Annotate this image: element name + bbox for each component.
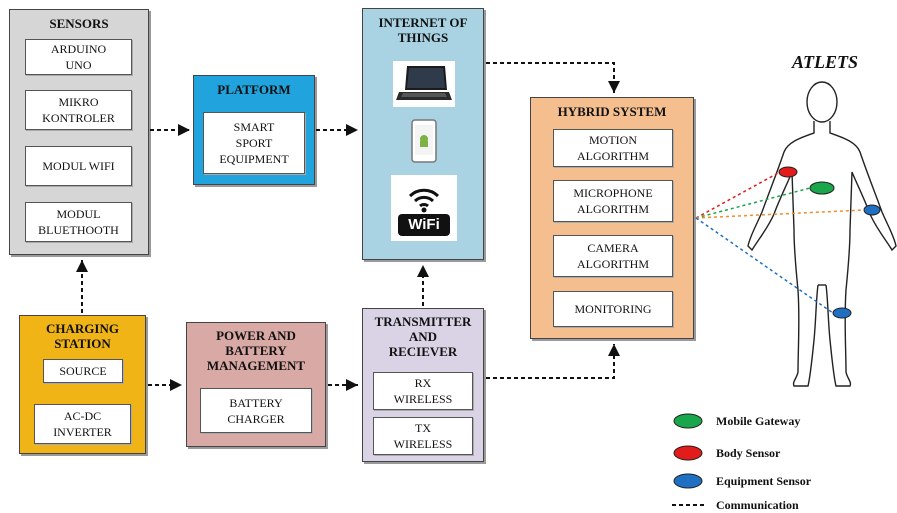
power-item-battery-charger: BATTERY CHARGER: [200, 388, 312, 433]
platform-item-smart-sport-equipment: SMART SPORT EQUIPMENT: [203, 112, 305, 174]
athlete-title: ATLETS: [791, 52, 858, 72]
iot-title: INTERNET OF THINGS: [378, 15, 468, 45]
hybrid-item-monitoring: MONITORING: [553, 291, 673, 327]
sensor-item-wifi-module: MODUL WIFI: [25, 146, 132, 186]
wifi-icon: WiFi: [391, 175, 457, 241]
hybrid-title: HYBRID SYSTEM: [557, 104, 667, 119]
legend-label-mobile-gateway: Mobile Gateway: [716, 414, 801, 428]
arrow-iot-to-hybrid: [486, 62, 620, 93]
legend-label-equipment-sensor: Equipment Sensor: [716, 474, 812, 488]
charging-title: CHARGING STATION: [46, 321, 119, 351]
sensor-item-arduino: ARDUINO UNO: [25, 39, 132, 75]
legend-label-body-sensor: Body Sensor: [716, 446, 781, 460]
charging-station-panel: CHARGING STATION SOURCE AC-DC INVERTER: [19, 315, 146, 454]
charging-item-source: SOURCE: [43, 359, 123, 383]
legend-marker-equipment-sensor: [673, 473, 703, 489]
platform-panel: PLATFORM SMART SPORT EQUIPMENT: [193, 75, 315, 185]
smartphone-icon: [409, 117, 439, 165]
link-to-mobile-gateway: [695, 187, 811, 219]
mobile-gateway-marker: [809, 181, 835, 195]
hybrid-system-panel: HYBRID SYSTEM MOTION ALGORITHM MICROPHON…: [530, 97, 694, 339]
sensors-panel: SENSORS ARDUINO UNO MIKRO KONTROLER MODU…: [9, 9, 149, 255]
power-battery-panel: POWER AND BATTERY MANAGEMENT BATTERY CHA…: [186, 322, 326, 447]
trx-item-tx-wireless: TX WIRELESS: [373, 417, 473, 455]
equipment-sensor-marker-wrist: [863, 204, 881, 216]
arrow-trx-to-hybrid: [486, 344, 620, 379]
charging-item-ac-dc-inverter: AC-DC INVERTER: [34, 404, 131, 444]
trx-item-rx-wireless: RX WIRELESS: [373, 372, 473, 410]
power-title: POWER AND BATTERY MANAGEMENT: [206, 328, 306, 373]
hybrid-item-camera-algorithm: CAMERA ALGORITHM: [553, 235, 673, 277]
hybrid-item-motion-algorithm: MOTION ALGORITHM: [553, 129, 673, 167]
iot-panel: INTERNET OF THINGS: [362, 8, 484, 260]
hybrid-item-microphone-algorithm: MICROPHONE ALGORITHM: [553, 180, 673, 222]
link-to-equipment-wrist: [695, 209, 865, 219]
legend-label-communication: Communication: [716, 498, 799, 512]
laptop-icon: [393, 61, 455, 107]
sensors-title: SENSORS: [49, 16, 109, 31]
legend-marker-mobile-gateway: [673, 413, 703, 429]
transmitter-receiver-panel: TRANSMITTER AND RECIEVER RX WIRELESS TX …: [362, 308, 484, 462]
sensor-item-microcontroller: MIKRO KONTROLER: [25, 90, 132, 130]
link-to-equipment-knee: [695, 217, 834, 314]
sensor-item-bluetooth-module: MODUL BLUETHOOTH: [25, 202, 132, 242]
trx-title: TRANSMITTER AND RECIEVER: [374, 314, 472, 359]
wifi-logo-text: WiFi: [408, 216, 440, 233]
athlete-figure: [747, 81, 897, 387]
link-to-body-sensor: [695, 171, 781, 219]
platform-title: PLATFORM: [217, 82, 291, 97]
equipment-sensor-marker-knee: [832, 307, 852, 319]
legend-marker-body-sensor: [673, 445, 703, 461]
body-sensor-marker: [778, 166, 798, 178]
